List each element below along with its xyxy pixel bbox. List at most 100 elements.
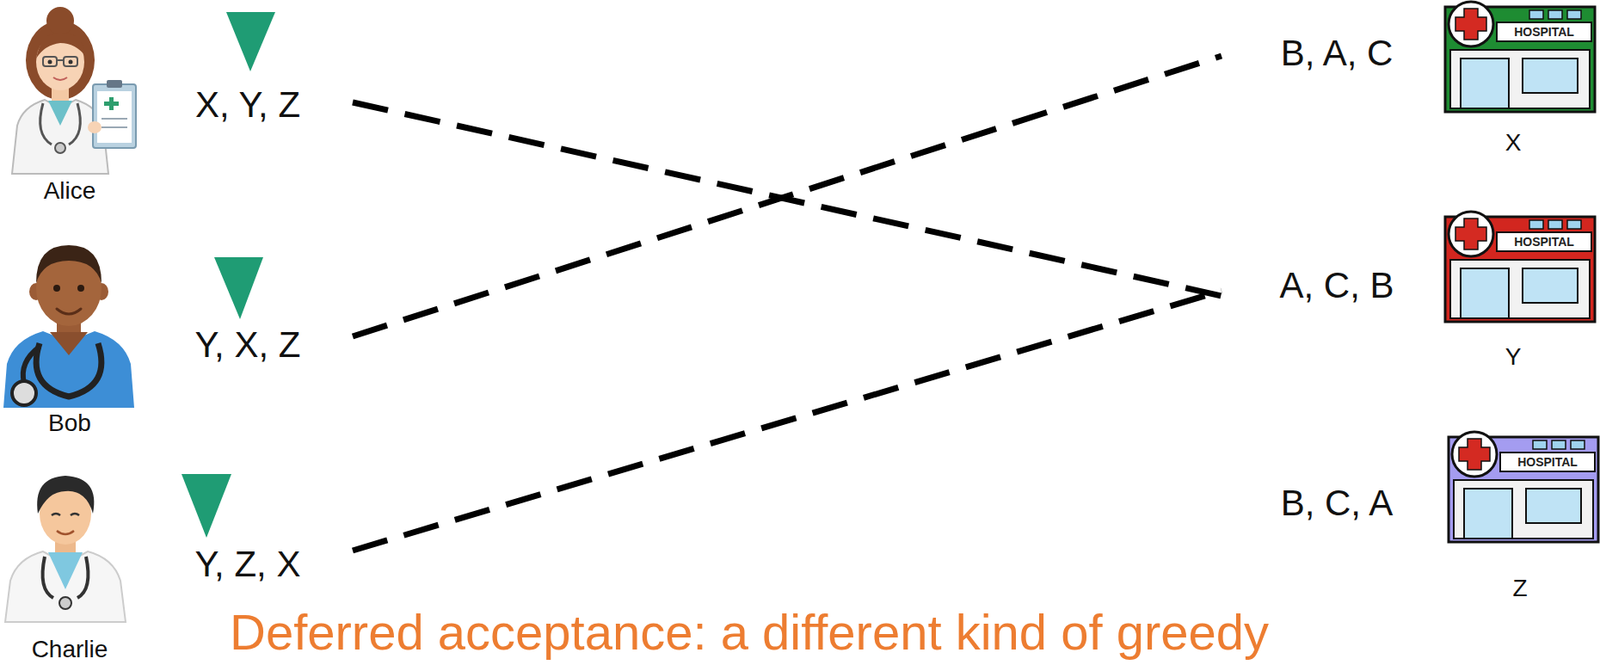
glasses <box>63 56 78 67</box>
eye <box>70 513 80 516</box>
doctor-node: Alice X, Y, Z <box>0 0 353 207</box>
door <box>1460 268 1509 319</box>
doctor-node: BobY, X, Z <box>0 225 353 432</box>
preference-list: Y, Z, X <box>195 543 302 585</box>
stethoscope <box>43 556 54 598</box>
stethoscope-chest <box>59 596 72 610</box>
building-wall <box>1445 6 1595 112</box>
doctor-figure <box>5 475 126 622</box>
hospital-building <box>1445 1 1595 112</box>
hospital-name: Z <box>1512 574 1527 603</box>
doctor-figure <box>3 245 135 408</box>
glasses <box>43 56 57 67</box>
sign-board <box>1496 232 1592 252</box>
mouth <box>56 308 81 314</box>
preference-list: B, A, C <box>1280 32 1394 74</box>
preference-list: Y, X, Z <box>195 324 302 366</box>
hospital-node: A, C, B Y <box>1221 193 1600 379</box>
window <box>1548 10 1563 19</box>
sign-board <box>1500 452 1595 472</box>
red-cross <box>1458 438 1490 470</box>
clipboard-line <box>101 126 128 129</box>
preference-list: A, C, B <box>1279 264 1394 307</box>
clipboard-paper <box>97 91 132 143</box>
mouth <box>53 77 68 80</box>
red-cross <box>1455 218 1487 250</box>
door <box>1464 488 1513 539</box>
hair <box>36 475 94 514</box>
hospital-building <box>1448 431 1599 542</box>
shirt <box>48 552 83 590</box>
match-connector <box>352 102 1222 296</box>
window <box>1529 220 1544 229</box>
stethoscope <box>40 103 52 145</box>
door <box>1460 58 1509 109</box>
cross-badge <box>1448 211 1494 257</box>
lower-front <box>1450 259 1590 319</box>
v-neck <box>49 332 88 356</box>
clipboard <box>92 84 136 148</box>
hospital-node: B, C, A Z <box>1221 404 1600 607</box>
doctor-name: Charlie <box>31 635 109 664</box>
window <box>1529 10 1544 19</box>
match-connector <box>352 55 1222 337</box>
window <box>1526 488 1582 524</box>
doctor-name: Bob <box>48 409 92 437</box>
window <box>1532 440 1547 450</box>
stethoscope <box>36 343 102 397</box>
window <box>1551 440 1566 450</box>
cross-badge <box>1448 1 1494 47</box>
eye <box>48 60 53 65</box>
eye <box>68 60 74 65</box>
eye <box>51 513 61 516</box>
hospital-name: Y <box>1505 343 1522 371</box>
doctor-name: Alice <box>43 177 97 205</box>
proposal-triangle <box>214 257 264 320</box>
sign-text: HOSPITAL <box>1513 234 1575 249</box>
clipboard-line <box>101 117 128 120</box>
red-cross <box>1455 8 1487 40</box>
eye <box>77 284 85 292</box>
proposal-triangle <box>181 473 232 538</box>
hair-bun <box>46 6 74 35</box>
window <box>1567 10 1582 19</box>
window <box>1522 268 1578 303</box>
preference-list: X, Y, Z <box>195 84 301 126</box>
stethoscope-chest <box>55 142 66 154</box>
sign-text: HOSPITAL <box>1513 24 1575 39</box>
stethoscope-chest <box>12 381 37 406</box>
mouth <box>56 530 74 535</box>
stethoscope <box>68 103 80 145</box>
sign-text: HOSPITAL <box>1517 455 1578 469</box>
doctor-figure <box>12 6 136 174</box>
coat <box>5 551 126 622</box>
hand <box>87 121 102 134</box>
match-connector <box>352 290 1222 551</box>
hospital-building <box>1445 211 1595 322</box>
preference-list: B, C, A <box>1280 482 1394 524</box>
window <box>1548 220 1563 229</box>
window <box>1567 220 1582 229</box>
building-wall <box>1448 436 1599 542</box>
clipboard-clip <box>106 80 123 88</box>
clipboard-cross <box>104 97 119 111</box>
lower-front <box>1450 49 1590 109</box>
stethoscope <box>77 556 88 598</box>
shirt <box>48 100 73 126</box>
hair <box>36 245 102 284</box>
stethoscope-tube <box>23 346 40 383</box>
window <box>1522 58 1578 93</box>
glasses-bridge <box>56 59 64 62</box>
proposal-triangle <box>226 12 276 72</box>
sign-board <box>1496 22 1592 42</box>
scrubs <box>3 331 135 408</box>
eye <box>53 284 61 292</box>
slide-caption: Deferred acceptance: a different kind of… <box>229 602 1269 663</box>
building-wall <box>1445 216 1595 322</box>
lower-front <box>1453 480 1594 539</box>
window <box>1570 440 1585 450</box>
cross-badge <box>1452 431 1497 477</box>
bangs <box>36 32 87 59</box>
hospital-name: X <box>1505 129 1522 157</box>
